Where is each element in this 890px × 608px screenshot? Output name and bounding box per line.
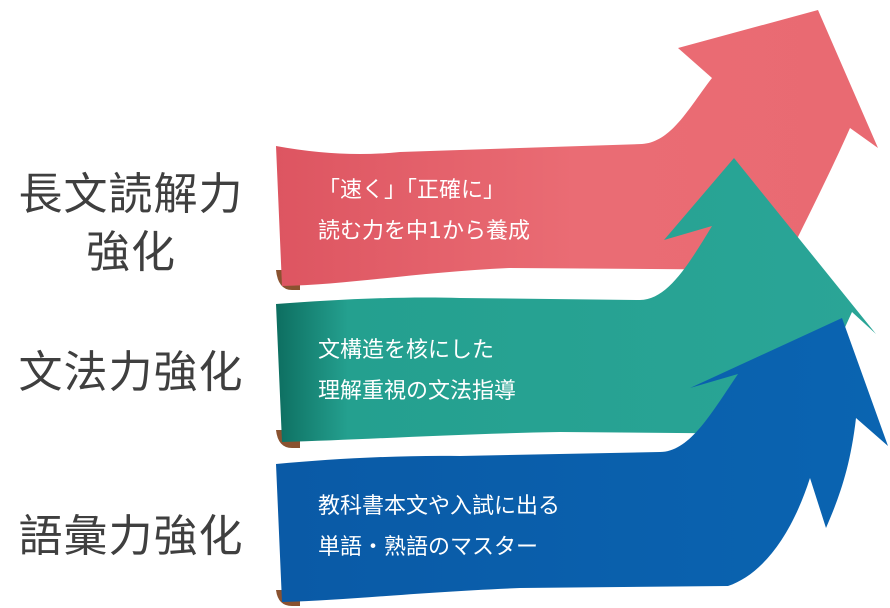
desc-reading-line2: 読む力を中1から養成 <box>318 219 530 244</box>
heading-grammar-line1: 文法力強化 <box>18 347 244 398</box>
desc-reading-line1: 「速く」「正確に」 <box>318 178 506 203</box>
desc-vocabulary: 教科書本文や入試に出る 単語・熟語のマスター <box>318 486 560 568</box>
heading-reading-line1: 長文読解力 <box>18 169 244 220</box>
desc-grammar-line1: 文構造を核にした <box>318 338 495 363</box>
heading-vocabulary-line1: 語彙力強化 <box>18 511 244 562</box>
heading-reading: 長文読解力 強化 <box>0 166 262 282</box>
blue-arrow-ribbon <box>276 318 888 602</box>
desc-grammar-line2: 理解重視の文法指導 <box>318 379 517 404</box>
desc-vocabulary-line2: 単語・熟語のマスター <box>318 535 539 560</box>
heading-reading-line2: 強化 <box>86 227 176 278</box>
heading-grammar: 文法力強化 <box>0 344 262 402</box>
heading-vocabulary: 語彙力強化 <box>0 508 262 566</box>
desc-grammar: 文構造を核にした 理解重視の文法指導 <box>318 330 516 412</box>
desc-reading: 「速く」「正確に」 読む力を中1から養成 <box>318 170 530 252</box>
desc-vocabulary-line1: 教科書本文や入試に出る <box>318 494 561 519</box>
teal-arrow-ribbon <box>276 158 876 442</box>
